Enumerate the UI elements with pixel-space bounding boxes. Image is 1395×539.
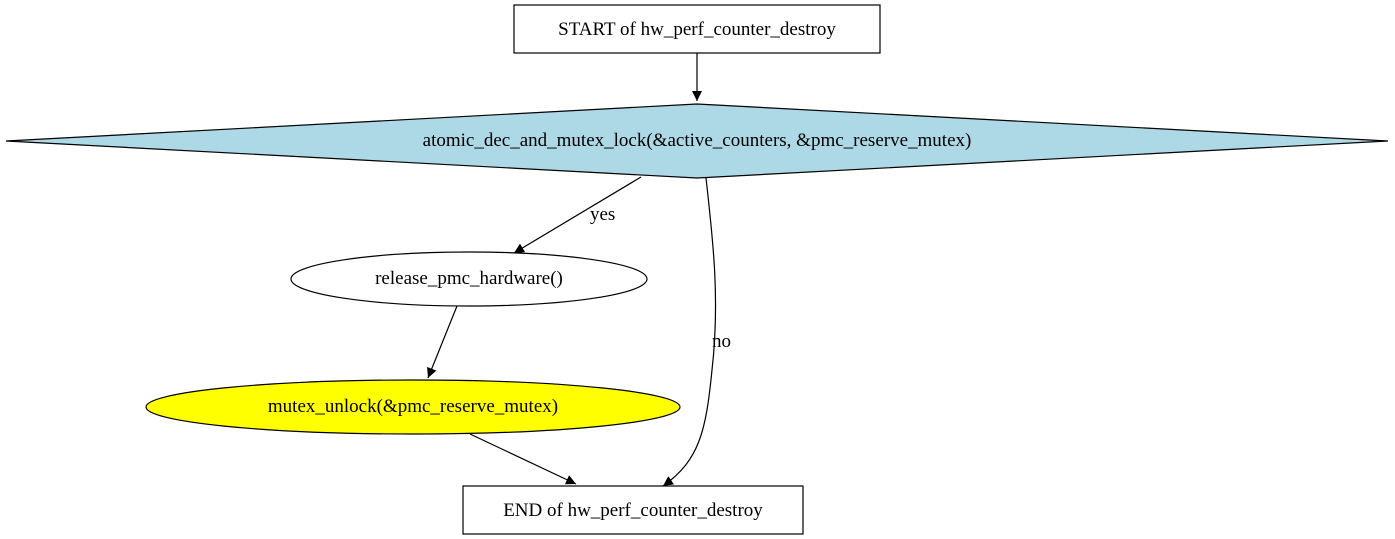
decision-node-label: atomic_dec_and_mutex_lock(&active_counte…	[423, 130, 972, 151]
end-node	[462, 485, 804, 535]
edge-unlock-to-end	[469, 433, 577, 485]
edge-yes-label: yes	[590, 204, 615, 225]
decision-node	[5, 103, 1389, 179]
release-pmc-hardware-label: release_pmc_hardware()	[375, 268, 563, 289]
edge-no	[662, 177, 717, 487]
start-node-label: START of hw_perf_counter_destroy	[558, 19, 836, 40]
start-node	[513, 4, 881, 54]
edge-no-label: no	[712, 331, 731, 352]
edge-yes	[513, 176, 642, 254]
edge-release-to-unlock	[427, 305, 458, 379]
end-node-label: END of hw_perf_counter_destroy	[503, 500, 763, 521]
release-pmc-hardware-node	[290, 251, 648, 307]
mutex-unlock-label: mutex_unlock(&pmc_reserve_mutex)	[268, 396, 558, 417]
mutex-unlock-node	[145, 379, 681, 435]
